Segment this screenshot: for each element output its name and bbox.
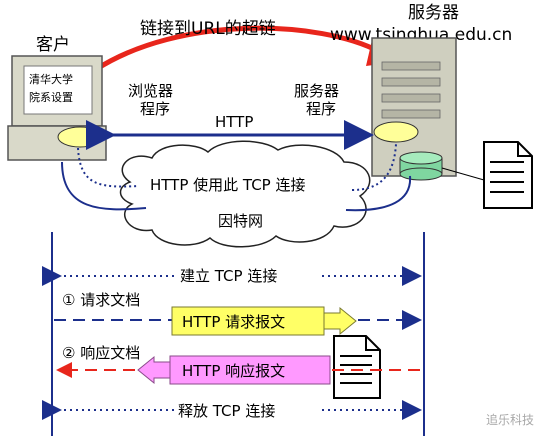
db-to-doc-line bbox=[441, 167, 485, 181]
hyperlink-title: 链接到URL的超链 bbox=[140, 19, 276, 39]
http-uses-tcp-label: HTTP 使用此 TCP 连接 bbox=[150, 176, 306, 194]
browser-label: 浏览器 bbox=[128, 82, 173, 100]
server-prog-label-2: 程序 bbox=[306, 100, 336, 118]
client-label: 客户 bbox=[36, 35, 70, 55]
server-tower bbox=[371, 37, 457, 181]
establish-tcp-label: 建立 TCP 连接 bbox=[180, 267, 277, 285]
client-solid-curve bbox=[61, 161, 147, 211]
http-response-label: HTTP 响应报文 bbox=[182, 362, 285, 380]
hyperlink-arrow bbox=[93, 25, 382, 73]
client-dotted-curve bbox=[77, 147, 139, 188]
browser-prog-label: 程序 bbox=[140, 100, 170, 118]
release-tcp-label: 释放 TCP 连接 bbox=[178, 402, 275, 420]
http-request-label: HTTP 请求报文 bbox=[182, 313, 285, 331]
server-prog-label-1: 服务器 bbox=[294, 82, 339, 100]
response-doc-label: ② 响应文档 bbox=[62, 344, 140, 362]
document-icon bbox=[483, 141, 533, 209]
internet-cloud bbox=[119, 140, 371, 248]
screen-line2: 院系设置 bbox=[29, 90, 73, 104]
http-request-box bbox=[171, 306, 357, 336]
watermark: 追乐科技 bbox=[486, 412, 534, 427]
server-ellipse bbox=[373, 121, 419, 143]
server-solid-curve bbox=[345, 175, 412, 212]
internet-label: 因特网 bbox=[218, 212, 263, 230]
screen-line1: 清华大学 bbox=[29, 72, 73, 86]
http-label: HTTP bbox=[215, 113, 253, 131]
response-document-icon bbox=[333, 335, 381, 399]
client-computer bbox=[7, 55, 107, 161]
http-response-box bbox=[137, 355, 331, 385]
request-doc-label: ① 请求文档 bbox=[62, 291, 140, 309]
browser-ellipse bbox=[57, 126, 103, 148]
server-label: 服务器 bbox=[408, 3, 459, 23]
